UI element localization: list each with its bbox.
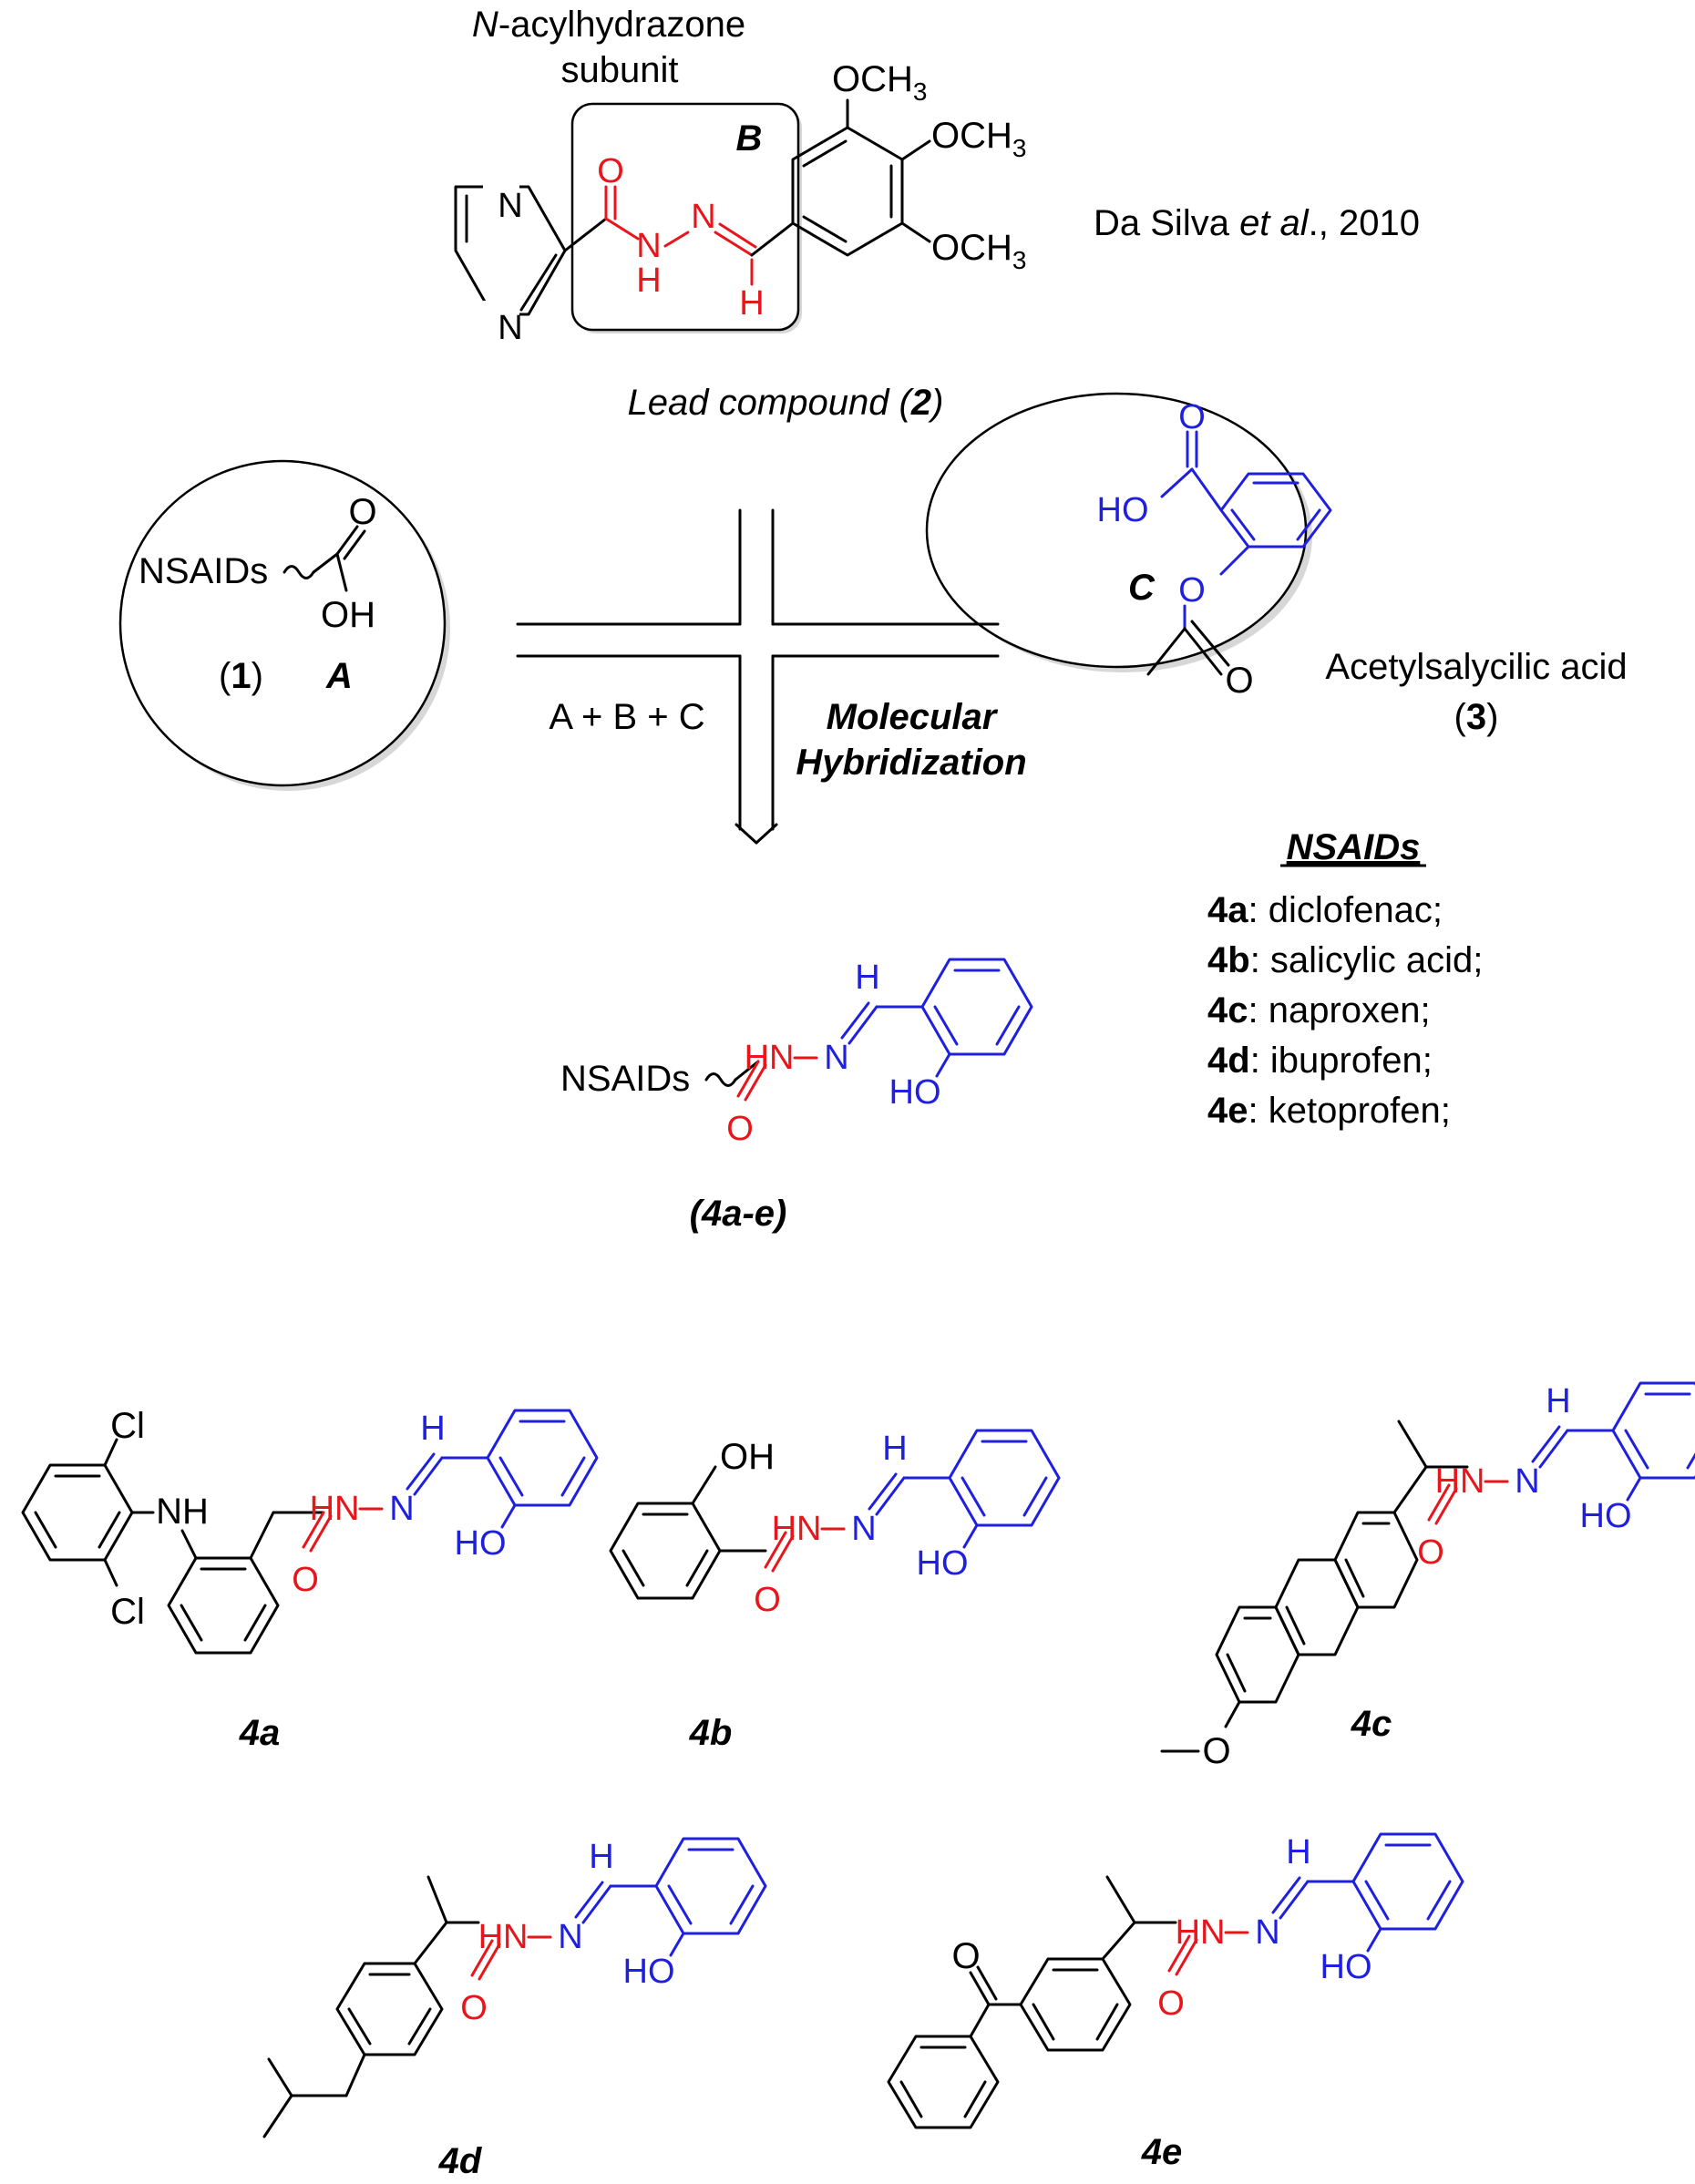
compound-1: NSAIDs O OH (1) A — [118, 459, 450, 791]
svg-text:HO: HO — [1097, 491, 1149, 529]
svg-text:OH: OH — [720, 1437, 775, 1477]
svg-text:OH: OH — [321, 595, 375, 635]
label-4a: 4a — [239, 1713, 281, 1753]
label-4c: 4c — [1351, 1704, 1392, 1744]
nsaid-item-4a: 4a: diclofenac; — [1207, 890, 1443, 930]
general-structure: NSAIDs (4a-e) — [560, 957, 1033, 1234]
reference-citation: Da Silva et al., 2010 — [1094, 203, 1420, 243]
fragment-c-ellipse — [925, 392, 1308, 669]
box-label-line2: subunit — [561, 50, 679, 90]
pyrazine-n1: N — [498, 187, 522, 225]
svg-text:N: N — [691, 198, 715, 236]
nsaids-list: NSAIDs 4a: diclofenac; 4b: salicylic aci… — [1207, 827, 1483, 1131]
pyrazine-n2: N — [498, 309, 522, 347]
hybridization-sum: A + B + C — [549, 697, 704, 737]
svg-text:Cl: Cl — [110, 1406, 145, 1446]
nsaid-item-4c: 4c: naproxen; — [1207, 990, 1431, 1030]
compound-4a: Cl Cl NH 4a — [21, 1406, 599, 1753]
svg-text:H: H — [739, 284, 764, 323]
hybridization-arrow: A + B + C Molecular Hybridization — [516, 508, 1027, 845]
compound-4d: 4d — [262, 1836, 767, 2181]
nsaid-item-4e: 4e: ketoprofen; — [1207, 1091, 1451, 1131]
svg-text:O: O — [1225, 661, 1253, 701]
lead-caption: Lead compound (2) — [628, 383, 944, 423]
nsaid-item-4b: 4b: salicylic acid; — [1207, 940, 1483, 980]
svg-text:O: O — [348, 492, 376, 532]
compound-4e: O 4e — [887, 1831, 1464, 2172]
lead-compound: N-acylhydrazone subunit N N O N H N H OC… — [454, 5, 1420, 423]
label-4d: 4d — [438, 2141, 483, 2181]
nsaids-heading: NSAIDs — [1287, 827, 1421, 867]
svg-text:N: N — [636, 227, 661, 265]
fragment-c-label: C — [1128, 568, 1156, 608]
general-hydrazone — [724, 957, 1033, 1150]
fragment-a-circle — [118, 459, 447, 787]
svg-text:O: O — [1178, 571, 1206, 610]
svg-text:O: O — [951, 1936, 980, 1976]
compound-3: O HO O O C Acetylsalycilic acid (3) — [925, 392, 1628, 737]
fragment-a-label: A — [325, 656, 353, 696]
aspirin-number: (3) — [1454, 697, 1499, 737]
compound-1-number: (1) — [219, 656, 263, 696]
methoxy-2: OCH3 — [931, 116, 1026, 162]
compound-4c: O 4c — [1160, 1380, 1695, 1771]
label-4e: 4e — [1141, 2132, 1183, 2172]
methoxy-3: OCH3 — [931, 228, 1026, 274]
svg-text:O: O — [1202, 1731, 1230, 1771]
nsaid-item-4d: 4d: ibuprofen; — [1207, 1041, 1433, 1081]
svg-text:NH: NH — [156, 1492, 209, 1532]
hybridization-line1: Molecular — [827, 697, 999, 737]
aspirin-name: Acetylsalycilic acid — [1325, 647, 1627, 687]
methoxy-1: OCH3 — [832, 59, 927, 106]
n-acylhydrazone-box — [570, 102, 800, 332]
nsaids-group-1: NSAIDs — [139, 551, 268, 591]
label-4b: 4b — [689, 1713, 733, 1753]
svg-text:Cl: Cl — [110, 1592, 145, 1632]
svg-text:O: O — [1178, 398, 1206, 436]
svg-text:H: H — [636, 261, 661, 300]
fragment-b-label: B — [736, 118, 763, 159]
box-label-line1: N-acylhydrazone — [472, 5, 745, 45]
nsaids-group-2: NSAIDs — [560, 1059, 690, 1099]
svg-text:O: O — [597, 152, 624, 190]
general-structure-label: (4a-e) — [690, 1194, 787, 1234]
hybridization-line2: Hybridization — [796, 743, 1026, 783]
compound-4b: OH 4b — [609, 1428, 1061, 1753]
